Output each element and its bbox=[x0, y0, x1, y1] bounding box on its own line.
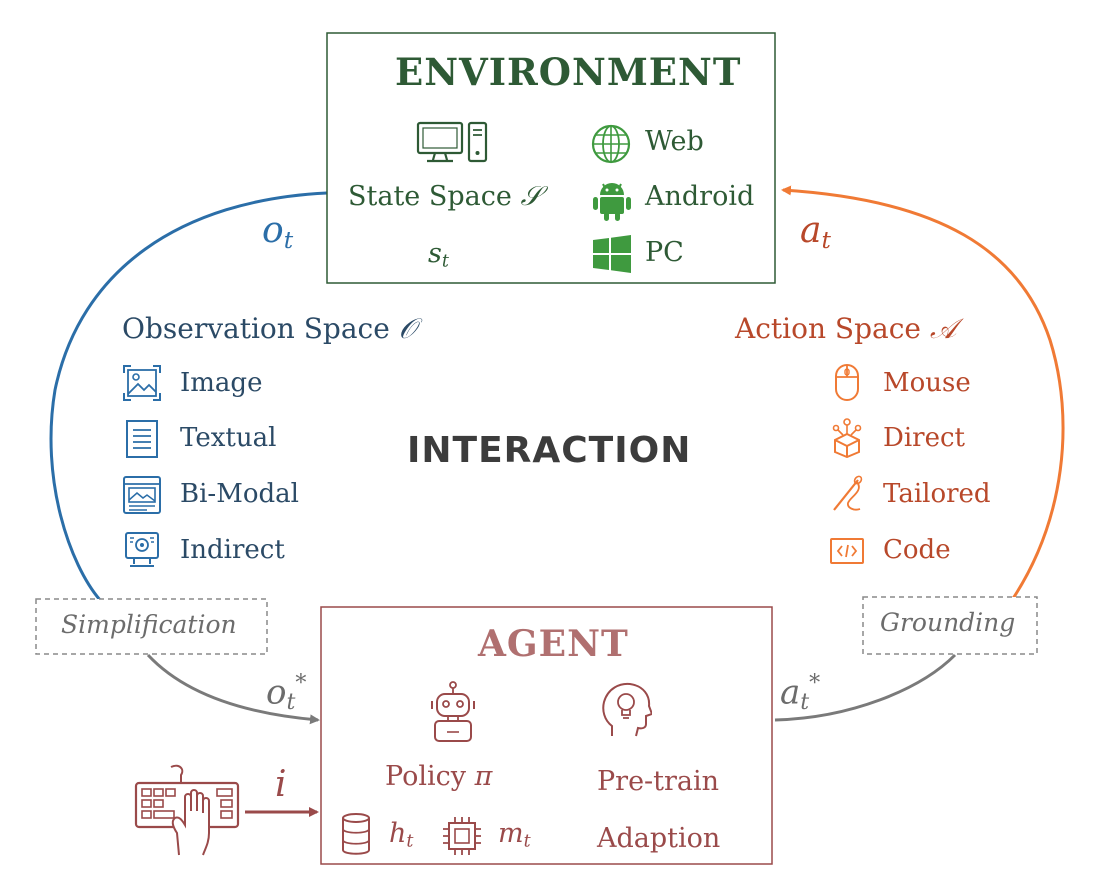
action-item-code: Code bbox=[883, 535, 951, 565]
history-symbol: ht bbox=[389, 818, 414, 852]
robot-icon bbox=[431, 681, 475, 742]
adaption-label: Adaption bbox=[597, 823, 721, 854]
observation-item-image: Image bbox=[180, 368, 263, 398]
action-curve bbox=[781, 185, 1065, 601]
pretrain-label: Pre-train bbox=[597, 766, 720, 797]
database-icon bbox=[342, 813, 370, 855]
action-item-mouse: Mouse bbox=[883, 368, 971, 398]
code-icon bbox=[830, 538, 864, 564]
state-space-label: State Space 𝒮 bbox=[348, 181, 542, 212]
environment-title: ENVIRONMENT bbox=[395, 50, 742, 94]
platform-web: Web bbox=[645, 126, 704, 157]
observation-space-title: Observation Space 𝒪 bbox=[122, 312, 417, 345]
instruction-symbol: i bbox=[275, 764, 287, 805]
observation-item-bimodal: Bi-Modal bbox=[180, 479, 299, 509]
keyboard-hand-icon bbox=[134, 764, 240, 856]
bimodal-icon bbox=[123, 476, 161, 514]
grounding-box bbox=[862, 596, 1038, 655]
indirect-icon bbox=[125, 532, 159, 567]
platform-android: Android bbox=[645, 181, 755, 212]
action-grounded-symbol: at* bbox=[780, 670, 821, 715]
windows-icon bbox=[593, 235, 631, 273]
state-symbol: st bbox=[428, 238, 449, 272]
observation-simplified-curve bbox=[146, 653, 320, 725]
chip-icon bbox=[443, 817, 481, 855]
image-icon bbox=[123, 365, 161, 401]
observation-symbol: ot bbox=[262, 210, 294, 254]
interaction-label: INTERACTION bbox=[407, 430, 692, 471]
observation-curve bbox=[49, 191, 328, 601]
agent-box bbox=[320, 606, 773, 865]
observation-item-indirect: Indirect bbox=[180, 535, 285, 565]
needle-icon bbox=[833, 475, 863, 511]
action-symbol: at bbox=[800, 210, 831, 254]
agent-title: AGENT bbox=[478, 623, 629, 665]
android-icon bbox=[593, 183, 631, 221]
action-space-title: Action Space 𝒜 bbox=[735, 312, 957, 345]
document-icon bbox=[126, 420, 158, 458]
direct-icon bbox=[832, 418, 862, 458]
simplification-box bbox=[35, 598, 268, 655]
memory-symbol: mt bbox=[498, 818, 531, 852]
environment-box bbox=[326, 32, 776, 284]
mouse-icon bbox=[835, 364, 859, 401]
grounding-label: Grounding bbox=[880, 608, 1016, 637]
observation-item-textual: Textual bbox=[180, 423, 277, 453]
simplification-label: Simplification bbox=[61, 610, 237, 639]
platform-pc: PC bbox=[645, 237, 684, 268]
head-lightbulb-icon bbox=[602, 682, 652, 737]
computer-icon bbox=[416, 121, 488, 163]
observation-simplified-symbol: ot* bbox=[266, 670, 307, 715]
policy-label: Policy π bbox=[385, 761, 493, 792]
action-grounded-curve bbox=[774, 653, 957, 722]
action-item-direct: Direct bbox=[883, 423, 965, 453]
globe-icon bbox=[591, 124, 631, 164]
action-item-tailored: Tailored bbox=[883, 479, 991, 509]
